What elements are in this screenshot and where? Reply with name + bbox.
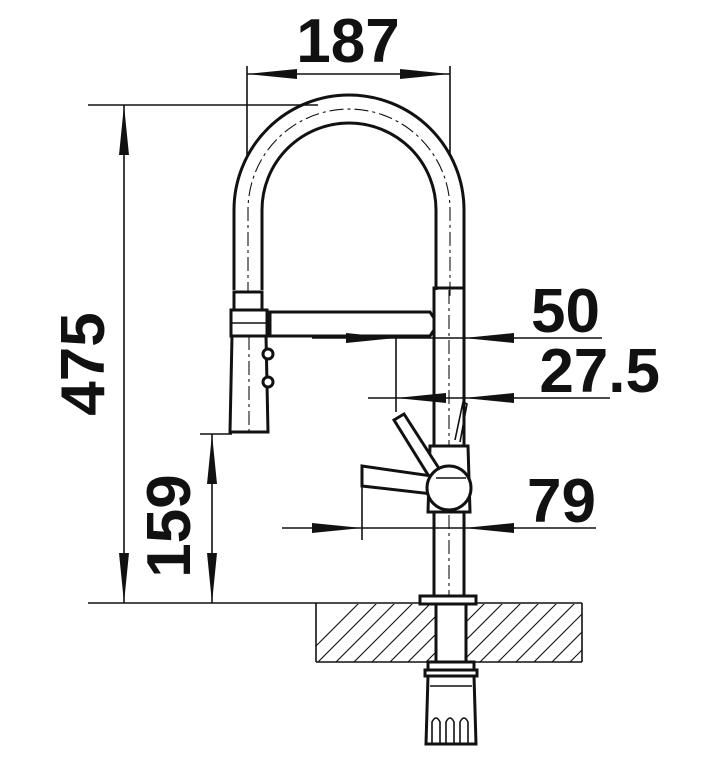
dimension-label-50: 50 — [531, 277, 600, 346]
countertop — [88, 602, 583, 663]
faucet-column — [432, 286, 466, 598]
side-knob — [360, 464, 473, 512]
dimension-total-height: 475 — [49, 104, 318, 603]
spout-arm — [268, 310, 436, 338]
dimension-spout-offset: 50 — [312, 277, 602, 412]
dimension-spray-height: 159 — [135, 433, 232, 603]
dimension-label-159: 159 — [135, 474, 204, 577]
spray-button-top — [261, 347, 275, 361]
spring-spout — [232, 93, 466, 296]
dimension-label-475: 475 — [49, 312, 118, 415]
dimension-label-79: 79 — [527, 467, 596, 536]
mounting-shank — [423, 602, 479, 746]
dimension-spout-reach: 187 — [246, 7, 451, 155]
dimension-label-187: 187 — [296, 7, 399, 76]
spray-button-bottom — [261, 375, 275, 389]
countertop-hatching — [316, 604, 582, 662]
dimension-body-diameter: 79 — [282, 467, 596, 540]
spray-head — [228, 290, 275, 434]
dimension-lever-offset: 27.5 — [368, 337, 660, 406]
dimension-label-27-5: 27.5 — [539, 337, 660, 406]
